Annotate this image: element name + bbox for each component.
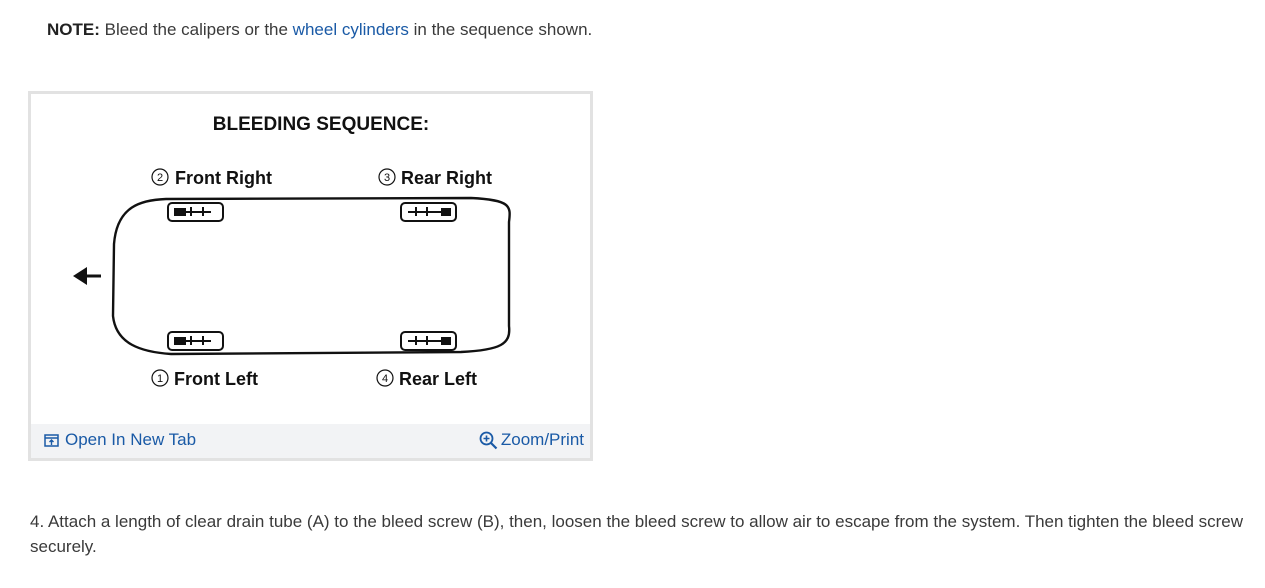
caliper-front-right-icon [167, 202, 224, 222]
open-in-new-tab-button[interactable]: Open In New Tab [44, 430, 196, 450]
front-right-label: Front Right [175, 168, 272, 188]
front-right-number: 2 [157, 172, 163, 184]
zoom-print-label: Zoom/Print [500, 430, 584, 449]
note-paragraph: NOTE: Bleed the calipers or the wheel cy… [47, 20, 592, 40]
front-left-number: 1 [157, 373, 163, 385]
open-new-tab-icon [44, 433, 59, 447]
rear-left-number-circle [376, 369, 394, 387]
front-right-number-circle [151, 168, 169, 186]
bleeding-sequence-figure: BLEEDING SEQUENCE: 2 Front Right 3 Rear … [28, 91, 593, 461]
rear-right-label: Rear Right [401, 168, 492, 188]
figure-footer: Open In New Tab Zoom/Print [31, 424, 590, 458]
front-left-number-circle [151, 369, 169, 387]
rear-right-number: 3 [384, 172, 390, 184]
zoom-in-icon [479, 431, 498, 449]
caliper-rear-left-icon [400, 331, 457, 351]
bleeding-sequence-diagram: BLEEDING SEQUENCE: 2 Front Right 3 Rear … [73, 114, 511, 389]
open-in-new-tab-label: Open In New Tab [65, 430, 197, 449]
zoom-print-button[interactable]: Zoom/Print [479, 430, 584, 450]
note-text-before: Bleed the calipers or the [99, 20, 293, 39]
front-left-label: Front Left [174, 369, 258, 389]
figure-title: BLEEDING SEQUENCE: [213, 114, 429, 135]
step-4-paragraph: 4. Attach a length of clear drain tube (… [30, 512, 1244, 556]
rear-left-number: 4 [382, 373, 388, 385]
rear-left-label: Rear Left [399, 369, 477, 389]
note-text-after: in the sequence shown. [408, 20, 593, 39]
arrow-left-icon [73, 267, 101, 285]
caliper-front-left-icon [167, 331, 224, 351]
rear-right-number-circle [378, 168, 396, 186]
caliper-rear-right-icon [400, 202, 457, 222]
car-body-outline [111, 196, 511, 356]
wheel-cylinders-link[interactable]: wheel cylinders [292, 20, 409, 39]
note-label: NOTE: [47, 20, 100, 39]
